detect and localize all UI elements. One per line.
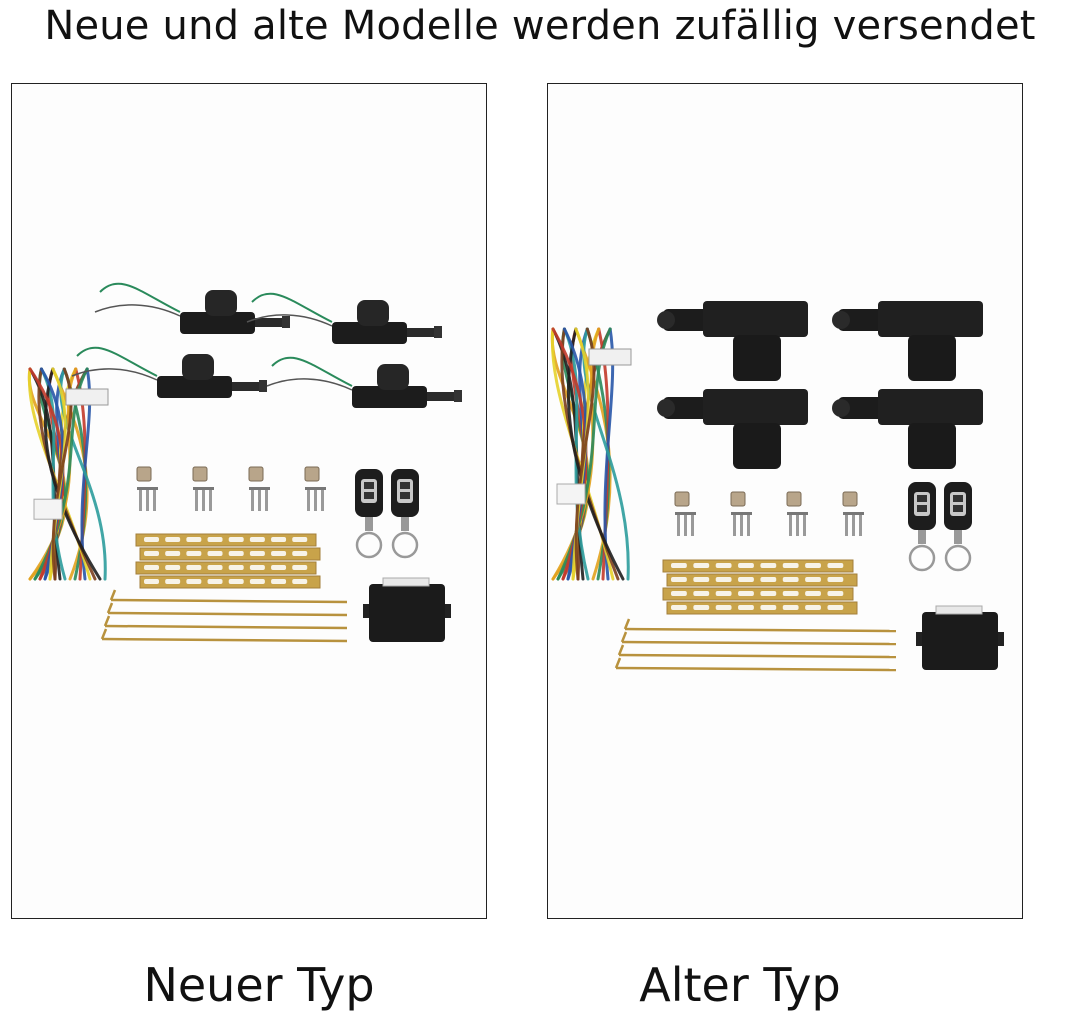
screw-set [304, 466, 326, 511]
actuator-rod [617, 644, 897, 659]
remote-key-fob [908, 482, 936, 572]
screw-set [248, 466, 270, 511]
screw-set [192, 466, 214, 511]
actuator-rod [103, 615, 348, 630]
door-lock-actuator [266, 356, 462, 408]
remote-key-fob [391, 469, 419, 559]
door-lock-actuator [832, 389, 983, 469]
door-lock-actuator [657, 389, 808, 469]
mounting-plate [662, 559, 854, 573]
mounting-plate [139, 547, 321, 561]
screw-set [136, 466, 158, 511]
screw-set [730, 491, 752, 536]
screw-set [674, 491, 696, 536]
control-unit [916, 605, 1004, 670]
mounting-plate [135, 561, 317, 575]
kit-new-type-image [27, 282, 462, 643]
headline: Neue und alte Modelle werden zufällig ve… [44, 3, 1036, 49]
mounting-plate [666, 601, 858, 615]
wiring-harness [27, 367, 109, 581]
actuator-rod [109, 589, 348, 604]
wiring-harness [550, 327, 632, 581]
kit-old-type-image [550, 301, 1004, 672]
screw-set [842, 491, 864, 536]
door-lock-actuator [832, 301, 983, 381]
remote-key-fob [355, 469, 383, 559]
screw-set [786, 491, 808, 536]
actuator-rod [106, 602, 348, 617]
door-lock-actuator [94, 282, 290, 334]
door-lock-actuator [246, 292, 442, 344]
actuator-rod [623, 618, 897, 633]
mounting-plate [662, 587, 854, 601]
actuator-rod [620, 631, 897, 646]
door-lock-actuator [71, 346, 267, 398]
door-lock-actuator [657, 301, 808, 381]
panel-new-type [11, 83, 487, 919]
caption-new-type: Neuer Typ [143, 958, 375, 1012]
control-unit [363, 577, 451, 642]
caption-old-type: Alter Typ [639, 958, 841, 1012]
actuator-rod [614, 657, 897, 672]
remote-key-fob [944, 482, 972, 572]
actuator-rod [100, 628, 348, 643]
mounting-plate [139, 575, 321, 589]
mounting-plate [135, 533, 317, 547]
panel-old-type [547, 83, 1023, 919]
mounting-plate [666, 573, 858, 587]
